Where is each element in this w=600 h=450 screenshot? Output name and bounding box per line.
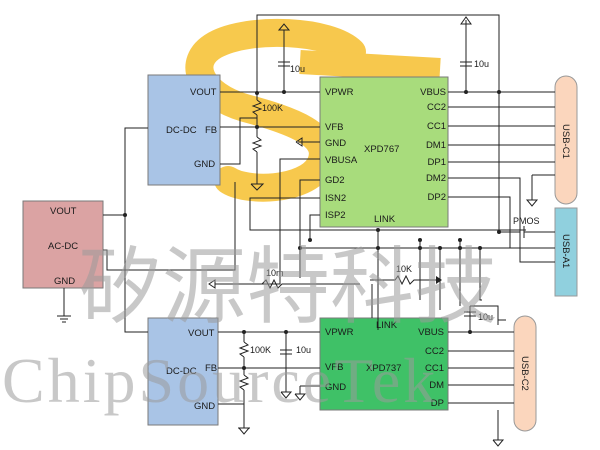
xpd767-pin-isn2: ISN2 [325,193,346,204]
xpd767-pin-gnd: GND [325,138,346,149]
cap-bottom-right-label: 10u [478,312,493,322]
dcdc1-block [147,74,221,186]
res-top-label: 100K [262,103,283,113]
cap-right-label: 10u [474,59,489,69]
dcdc2-vout-label: VOUT [188,328,215,339]
acdc-name-label: AC-DC [48,241,78,252]
acdc-gnd-label: GND [54,276,75,287]
xpd767-pin-cc2: CC2 [427,102,446,113]
acdc-block [22,200,104,289]
usb-a1-connector [554,207,578,297]
dcdc1-gnd-label: GND [194,159,215,170]
xpd767-pin-gd2: GD2 [325,175,345,186]
xpd737-pin-vbus: VBUS [418,327,444,338]
xpd737-pin-gnd: GND [325,382,346,393]
dcdc1-name-label: DC-DC [166,125,197,136]
acdc-vout-label: VOUT [50,206,77,217]
xpd767-pin-vbus: VBUS [420,87,446,98]
xpd767-pin-dm1: DM1 [426,140,446,151]
xpd737-pin-vfb: VFB [325,362,343,373]
xpd767-pin-dm2: DM2 [426,173,446,184]
xpd767-pin-isp2: ISP2 [325,210,346,221]
xpd767-name-label: XPD767 [364,144,399,155]
res-link-label: 10K [396,264,412,274]
xpd737-pin-vpwr: VPWR [325,327,354,338]
res-bottom-label: 100K [250,345,271,355]
dcdc2-block [147,317,219,426]
dcdc1-fb-label: FB [205,125,217,136]
xpd737-pin-cc1: CC1 [425,363,444,374]
dcdc1-vout-label: VOUT [190,87,217,98]
cap-bottom-mid-label: 10u [296,345,311,355]
xpd737-link-label: LINK [376,320,398,331]
res-sense-label: 10m [266,268,284,278]
junction-dots [123,90,501,370]
pmos-label: PMOS [513,216,540,226]
usb-c2-connector [513,315,537,432]
xpd767-block [319,76,449,228]
dcdc2-gnd-label: GND [194,401,215,412]
xpd767-pin-vpwr: VPWR [325,87,354,98]
dcdc2-fb-label: FB [205,363,217,374]
wires [57,14,555,447]
cap-top-label: 10u [290,64,305,74]
xpd737-name-label: XPD737 [366,363,401,374]
xpd767-pin-dp2: DP2 [428,192,446,203]
usb-c2-label: USB-C2 [519,356,530,391]
xpd737-pin-dp: DP [431,398,444,409]
usb-c1-connector [554,75,578,205]
xpd767-link-label: LINK [374,214,396,225]
xpd767-pin-vfb: VFB [325,122,343,133]
xpd737-left-pins: VPWR VFB GND [325,327,354,393]
xpd737-block [319,317,449,411]
watermark-chinese-text: 矽源特科技 [78,238,498,336]
usb-c1-label: USB-C1 [560,124,571,159]
xpd737-pin-dm: DM [429,380,444,391]
dcdc2-name-label: DC-DC [166,366,197,377]
watermark-english-text: ChipSourceTek [2,345,438,416]
xpd767-pin-vbusa: VBUSA [325,155,358,166]
xpd737-pin-cc2: CC2 [425,346,444,357]
xpd767-pin-cc1: CC1 [427,121,446,132]
usb-a1-label: USB-A1 [560,234,571,268]
xpd767-pin-dp1: DP1 [428,157,446,168]
